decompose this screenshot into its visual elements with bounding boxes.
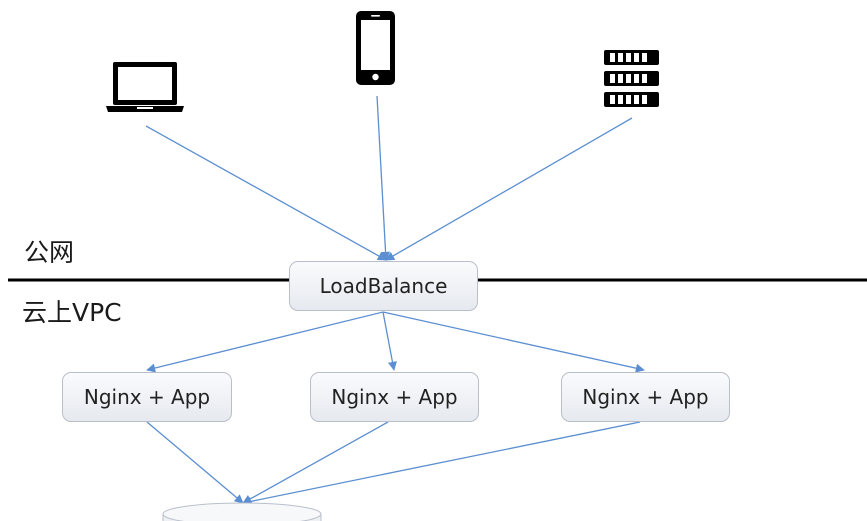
app2-to-database-arrow [242,421,389,504]
app-node-label: Nginx + App [331,385,458,409]
app-node-label: Nginx + App [83,385,211,409]
loadbalance-label: LoadBalance [319,274,448,298]
app-node-2: Nginx + App [310,372,479,422]
laptop-to-loadbalance-arrow [145,125,387,261]
vpc-label: 云上VPC [22,298,122,327]
server-icon [604,50,659,107]
app-node-3: Nginx + App [561,372,730,422]
mobile-phone-icon [356,11,395,85]
loadbalance-to-app3-arrow [382,311,645,373]
phone-to-loadbalance-arrow [376,95,391,261]
app-node-1: Nginx + App [62,372,232,422]
loadbalance-node: LoadBalance [289,261,478,311]
app3-to-database-arrow [242,421,641,506]
server-to-loadbalance-arrow [385,117,633,261]
app1-to-database-arrow [146,421,244,504]
laptop-icon [106,62,184,112]
client-connections [145,95,633,261]
db-connections [146,421,641,506]
loadbalance-to-app1-arrow [146,311,384,373]
lb-connections [146,311,645,373]
public-network-label: 公网 [24,238,75,267]
database-icon [162,502,322,521]
loadbalance-to-app2-arrow [382,311,397,371]
app-node-label: Nginx + App [582,385,709,409]
